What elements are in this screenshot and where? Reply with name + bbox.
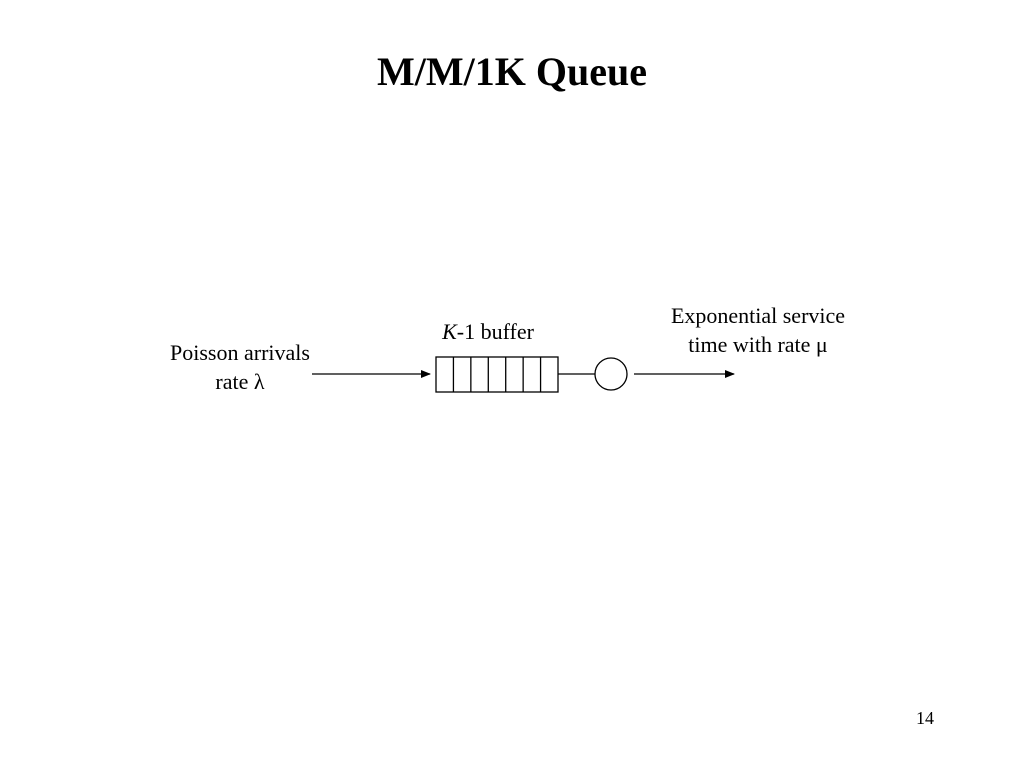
buffer-queue [435, 356, 559, 393]
arrivals-label-line2: rate λ [215, 369, 265, 394]
buffer-label: K-1 buffer [398, 317, 578, 346]
service-label: Exponential service time with rate μ [638, 301, 878, 359]
server-circle [594, 357, 628, 391]
buffer-k-symbol: K [442, 319, 457, 344]
buffer-label-suffix: -1 buffer [456, 319, 534, 344]
slide-title: M/M/1K Queue [377, 49, 647, 94]
service-label-line2: time with rate μ [688, 332, 828, 357]
page-number: 14 [916, 708, 934, 728]
arrivals-label-line1: Poisson arrivals [170, 340, 310, 365]
arrivals-label: Poisson arrivals rate λ [140, 338, 340, 396]
service-label-line1: Exponential service [670, 303, 846, 328]
buffer-outline [435, 356, 559, 393]
